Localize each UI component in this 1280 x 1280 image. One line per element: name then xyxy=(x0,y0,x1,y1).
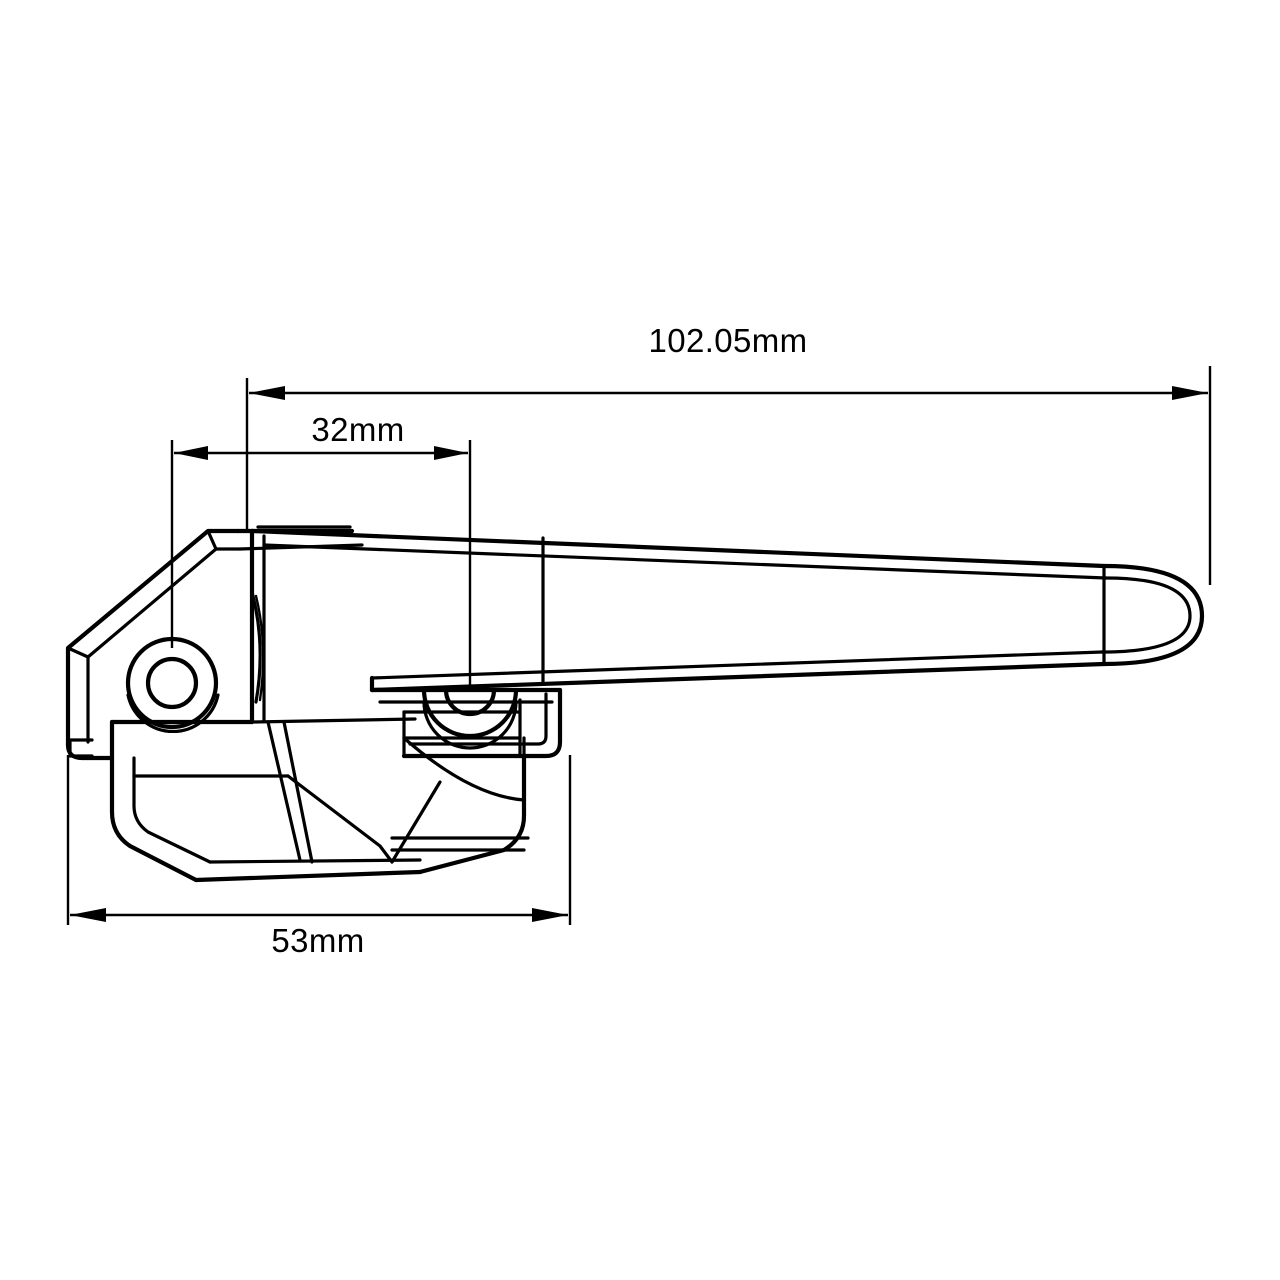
arrowhead-right xyxy=(434,446,468,460)
dimension-label-boss-to-pivot: 32mm xyxy=(311,411,404,448)
part-geometry xyxy=(65,525,1205,883)
housing-diagonal-face xyxy=(286,774,394,864)
chamfer-tick-lower xyxy=(66,646,90,659)
housing-bottom-inner-face xyxy=(208,858,422,864)
left-body-inner-profile xyxy=(86,547,242,744)
mechanism-plate-right-wall xyxy=(401,687,563,759)
cam-wedge xyxy=(402,736,526,802)
chamfer-tick-upper xyxy=(206,529,218,551)
hub-wall-curved-detail xyxy=(250,590,262,704)
housing-left-wall xyxy=(109,755,199,883)
roller-cam-lower-arc xyxy=(422,700,518,750)
lever-arm xyxy=(249,528,1205,693)
roller-cam-outer-arc xyxy=(421,687,519,739)
pivot-boss-bore-circle xyxy=(145,656,199,710)
dimension-label-overall-length: 102.05mm xyxy=(648,322,807,359)
hub-wall-curved-detail-2 xyxy=(254,594,265,702)
lever-arm-rounded-tip xyxy=(1101,563,1205,667)
housing-left-wall-inner xyxy=(132,756,212,864)
lever-arm-top-inner-edge xyxy=(262,543,1108,580)
arrowhead-right xyxy=(1172,386,1208,400)
housing-bottom-left-face xyxy=(193,869,423,883)
pivot-boss-lower-arc xyxy=(126,693,220,733)
lever-arm-bottom-inner-edge xyxy=(370,650,1104,680)
dimension-boss-to-pivot: 32mm xyxy=(170,411,472,690)
arrowhead-left xyxy=(249,386,285,400)
lever-hub-wall xyxy=(249,528,314,864)
pivot-boss-outer-circle xyxy=(125,636,219,730)
dimension-overall-length: 102.05mm xyxy=(245,322,1212,585)
lever-arm-top-edge xyxy=(249,528,1107,569)
left-body-step-tread-2 xyxy=(250,717,417,724)
mechanism-plate-right-wall-inner xyxy=(408,692,548,746)
lever-arm-bottom-edge xyxy=(369,661,1107,693)
arrowhead-left xyxy=(70,908,106,922)
roller-cam-bore-arc xyxy=(443,687,497,717)
internal-rib-left xyxy=(266,720,302,862)
lower-housing xyxy=(68,738,530,883)
pivot-boss xyxy=(125,636,220,733)
left-body-outer-profile xyxy=(65,528,241,748)
housing-left-tab xyxy=(68,738,94,758)
dimension-base-width: 53mm xyxy=(66,755,572,959)
housing-right-wall xyxy=(417,753,527,875)
internal-rib-left-2 xyxy=(282,720,314,864)
arrowhead-left xyxy=(174,446,208,460)
dimension-label-base-width: 53mm xyxy=(271,922,364,959)
arrowhead-right xyxy=(532,908,568,922)
lever-arm-tip-inner xyxy=(1100,576,1192,654)
